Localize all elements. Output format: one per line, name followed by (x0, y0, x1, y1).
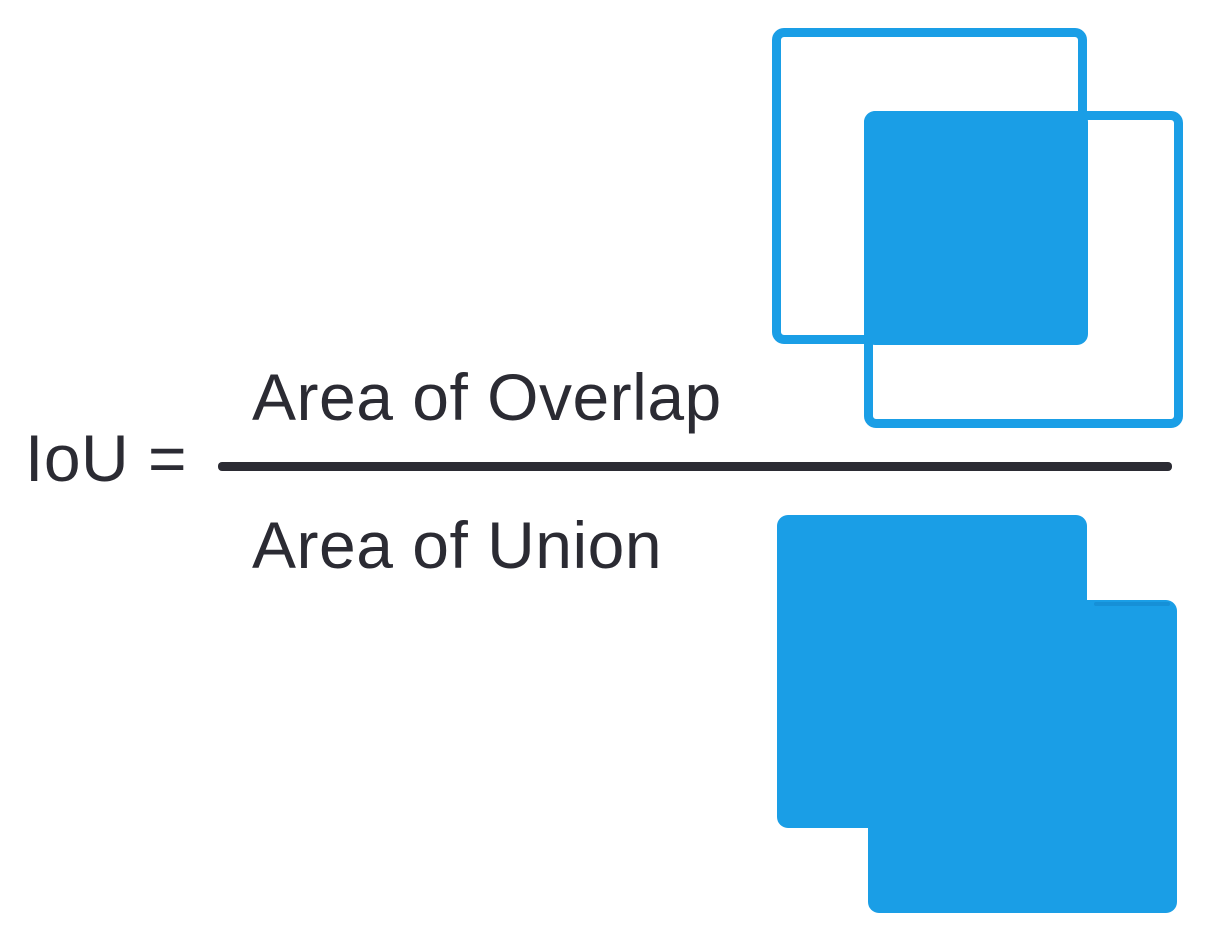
lower-box-fill (868, 600, 1177, 913)
upper-box-fill (777, 515, 1087, 828)
numerator-label: Area of Overlap (252, 360, 722, 434)
upper-box-outline (772, 28, 1087, 344)
lower-box-outline (864, 111, 1183, 428)
iou-equals-label: IoU = (25, 421, 188, 495)
fraction-bar (218, 462, 1172, 471)
overlap-region-fill (864, 111, 1088, 345)
lower-box-top-edge-seam (1094, 602, 1170, 606)
denominator-label: Area of Union (252, 508, 663, 582)
